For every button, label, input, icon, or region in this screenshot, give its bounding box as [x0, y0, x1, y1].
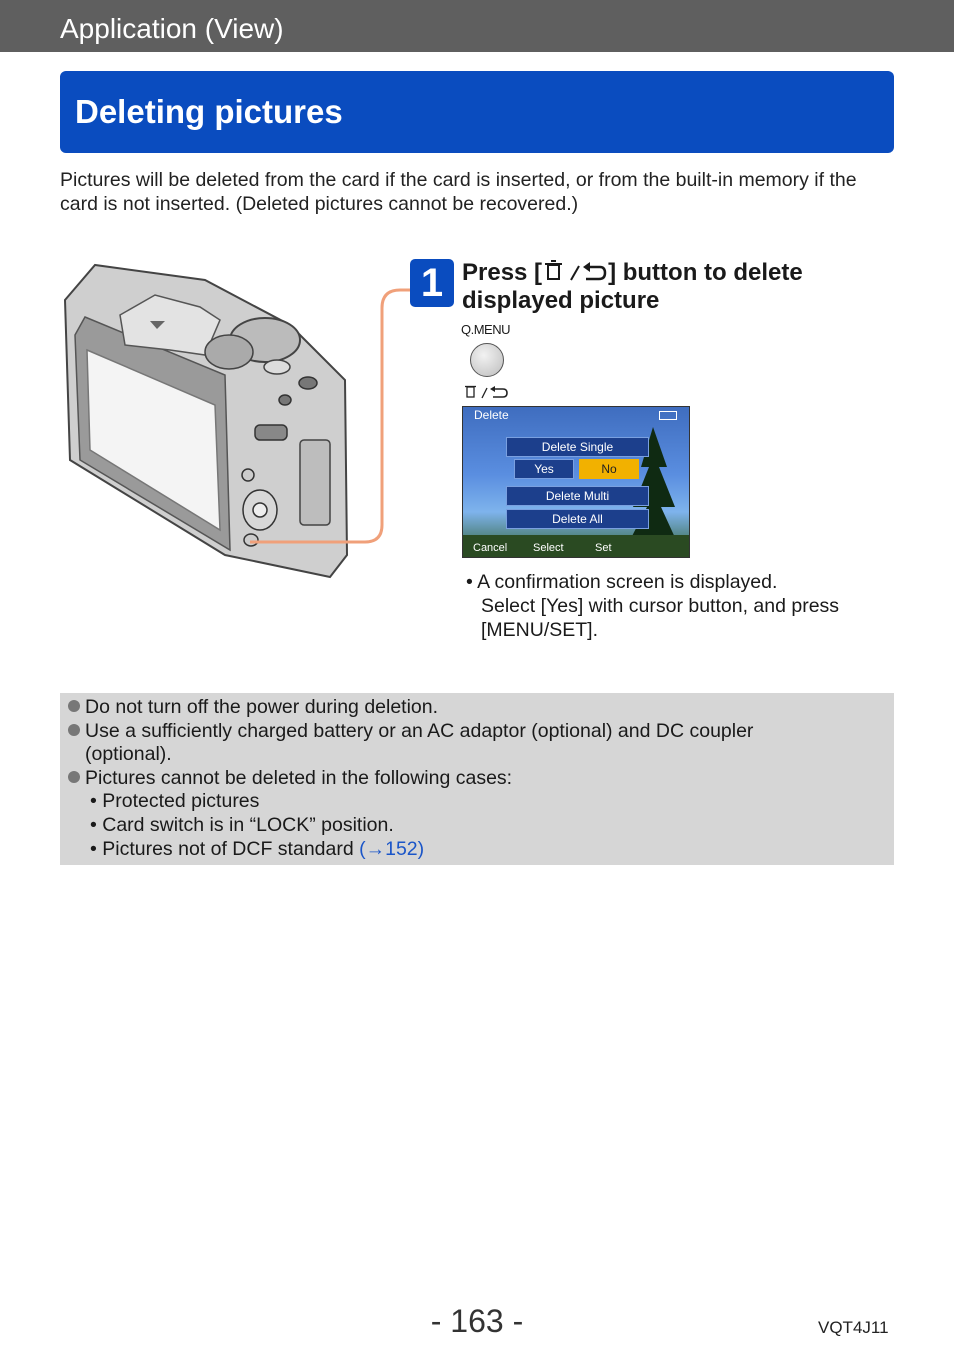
screen-header: Delete — [474, 408, 509, 422]
bullet-dot-icon — [68, 723, 80, 736]
sub-item: • Protected pictures — [90, 790, 260, 813]
page-title: Deleting pictures — [75, 93, 343, 130]
sub-item: • Card switch is in “LOCK” position. — [90, 813, 394, 836]
trash-return-small-icon — [465, 385, 508, 399]
note-item: Do not turn off the power during deletio… — [68, 696, 886, 720]
step-note-line1: • A confirmation screen is displayed. — [466, 571, 778, 593]
note-text-continued: (optional). — [85, 743, 172, 766]
trash-return-icon — [545, 260, 607, 281]
delete-single-item[interactable]: Delete Single — [506, 437, 649, 457]
qmenu-button[interactable] — [470, 343, 504, 377]
note-text: Do not turn off the power during deletio… — [85, 696, 439, 718]
leader-line — [250, 288, 420, 544]
note-text: Pictures cannot be deleted in the follow… — [85, 766, 513, 789]
footer-cancel: Cancel — [473, 542, 508, 554]
delete-multi-item[interactable]: Delete Multi — [506, 486, 649, 506]
delete-all-item[interactable]: Delete All — [506, 509, 649, 529]
page-reference-link[interactable]: (→152) — [359, 837, 425, 860]
yes-option[interactable]: Yes — [514, 459, 574, 479]
step-note: • A confirmation screen is displayed. Se… — [466, 570, 886, 642]
step-title: Press [ ] button to delete displayed pic… — [462, 258, 882, 315]
bullet-dot-icon — [68, 700, 80, 712]
camera-lcd-screen: Delete Delete Single Yes No Delete Multi… — [462, 406, 690, 558]
footer-select: Select — [533, 542, 564, 554]
section-title: Application (View) — [60, 13, 284, 44]
no-option[interactable]: No — [579, 459, 639, 479]
note-item: Use a sufficiently charged battery or an… — [68, 720, 886, 744]
step-note-line2: Select [Yes] with cursor button, and pre… — [481, 595, 840, 617]
footer-set: Set — [595, 542, 612, 554]
qmenu-label: Q.MENU — [461, 322, 511, 337]
intro-paragraph: Pictures will be deleted from the card i… — [60, 169, 857, 215]
step-title-suffix: ] button to delete displayed picture — [462, 259, 803, 314]
battery-icon — [659, 411, 677, 420]
document-code: VQT4J11 — [818, 1318, 889, 1337]
tree-image — [463, 427, 689, 557]
step-number-badge: 1 — [410, 259, 454, 307]
page-number: - 163 - — [430, 1303, 524, 1339]
note-text: Use a sufficiently charged battery or an… — [85, 719, 754, 742]
note-item: Pictures cannot be deleted in the follow… — [68, 767, 886, 791]
camera-illustration — [63, 263, 349, 579]
step-title-prefix: Press [ — [462, 259, 543, 286]
sub-item-text: • Pictures not of DCF standard — [90, 837, 360, 860]
section-header-bar: Application (View) — [0, 0, 954, 52]
bullet-dot-icon — [68, 770, 80, 783]
page-title-bar: Deleting pictures — [60, 71, 894, 153]
screen-footer: Cancel Select Set — [463, 541, 689, 557]
notes-box: Do not turn off the power during deletio… — [60, 693, 894, 865]
step-note-line3: [MENU/SET]. — [481, 619, 599, 641]
sub-item: • Pictures not of DCF standard (→152) — [68, 838, 886, 862]
